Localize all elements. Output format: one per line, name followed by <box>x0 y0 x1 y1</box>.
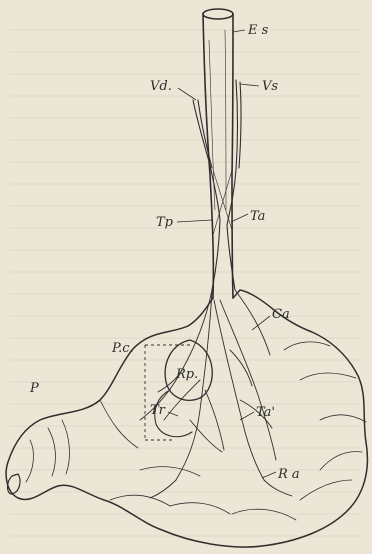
label-rp: Rp. <box>175 367 198 382</box>
label-pc: P.c. <box>111 341 134 356</box>
label-ra: R a <box>277 467 300 482</box>
label-vd: Vd. <box>150 79 172 94</box>
label-ca: Ca <box>272 307 290 322</box>
label-tp: Tp <box>156 215 174 230</box>
label-ta: Ta <box>250 209 265 224</box>
label-vs: Vs <box>262 79 278 94</box>
label-ta-prime: Ta' <box>256 405 275 420</box>
label-p: P <box>29 381 39 396</box>
label-tr: Tr <box>150 403 166 418</box>
label-es: E s <box>247 23 269 38</box>
